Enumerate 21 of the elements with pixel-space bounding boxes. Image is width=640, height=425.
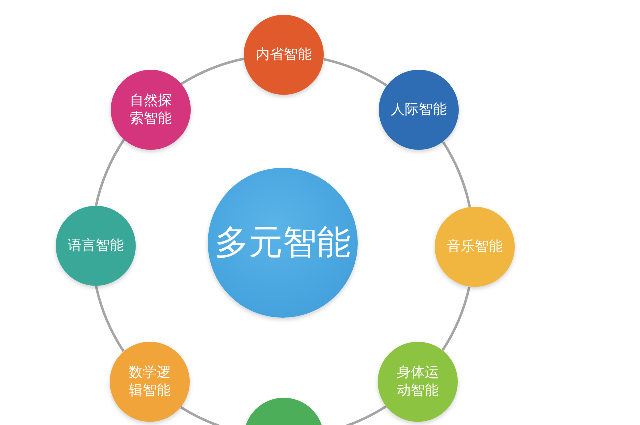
- node-label: 数学逻辑智能: [128, 364, 172, 400]
- ring-connector: [442, 142, 472, 208]
- node-label: 自然探索智能: [128, 92, 173, 128]
- category-circle: [379, 70, 459, 150]
- category-circle: [378, 342, 458, 422]
- node-label: 人际智能: [391, 100, 447, 120]
- ring-connector: [95, 286, 125, 352]
- ring-connector: [442, 286, 471, 351]
- ring-connector: [95, 139, 126, 206]
- ring-connector: [181, 58, 244, 86]
- category-circle: [56, 206, 136, 286]
- category-circle: [435, 207, 515, 287]
- node-label: 身体运动智能: [396, 364, 440, 400]
- node-label: 语言智能: [68, 236, 124, 256]
- category-circle: [111, 70, 191, 150]
- ring-connector: [324, 58, 388, 87]
- node-label: 音乐智能: [447, 238, 503, 256]
- category-circle: [244, 15, 324, 95]
- category-circle: [110, 342, 190, 422]
- node-label: 多元智能: [215, 222, 351, 265]
- node-label: 内省智能: [256, 46, 312, 64]
